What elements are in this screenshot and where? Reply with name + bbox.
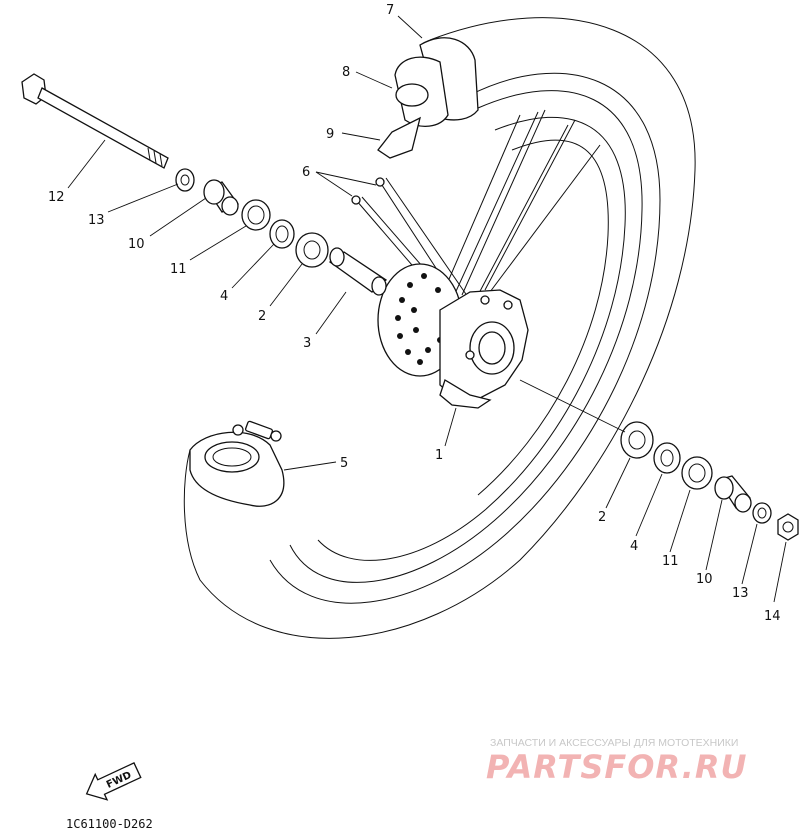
callout-13-right: 13 xyxy=(732,586,749,601)
callout-10-right: 10 xyxy=(696,572,713,587)
callout-4-right: 4 xyxy=(630,539,638,554)
callout-10-left: 10 xyxy=(128,237,145,252)
callout-9: 9 xyxy=(326,127,334,142)
callout-11-right: 11 xyxy=(662,554,679,569)
watermark: ЗАПЧАСТИ И АКСЕССУАРЫ ДЛЯ МОТОТЕХНИКИ PA… xyxy=(486,737,747,786)
hub-assembly xyxy=(377,263,529,409)
callout-12: 12 xyxy=(48,190,65,205)
left-side-parts xyxy=(175,168,388,296)
fwd-arrow: FWD xyxy=(85,762,142,801)
callout-4-left: 4 xyxy=(220,289,228,304)
leader-lines xyxy=(67,15,787,603)
callout-5: 5 xyxy=(340,456,348,471)
watermark-logo: PARTSFOR.RU xyxy=(486,748,747,786)
callout-2-left: 2 xyxy=(258,309,266,324)
right-side-parts xyxy=(620,421,799,541)
rim xyxy=(183,17,696,639)
watermark-tagline: ЗАПЧАСТИ И АКСЕССУАРЫ ДЛЯ МОТОТЕХНИКИ xyxy=(490,737,738,749)
callout-14: 14 xyxy=(764,609,781,624)
drawing-code: 1C61100-D262 xyxy=(66,817,153,829)
spokes xyxy=(351,109,601,316)
callout-1: 1 xyxy=(435,448,443,463)
callout-6: 6 xyxy=(302,165,310,180)
callout-2-right: 2 xyxy=(598,510,606,525)
callout-8: 8 xyxy=(342,65,350,80)
callout-3: 3 xyxy=(303,336,311,351)
axle-centerline xyxy=(519,379,626,433)
valve-stem xyxy=(232,420,282,442)
callout-11-left: 11 xyxy=(170,262,187,277)
callouts: 7 8 9 6 12 13 10 11 4 2 3 1 5 2 4 11 10 … xyxy=(48,3,781,624)
callout-13-left: 13 xyxy=(88,213,105,228)
callout-7: 7 xyxy=(386,3,394,18)
rim-lock xyxy=(377,56,449,159)
axle xyxy=(21,73,169,169)
